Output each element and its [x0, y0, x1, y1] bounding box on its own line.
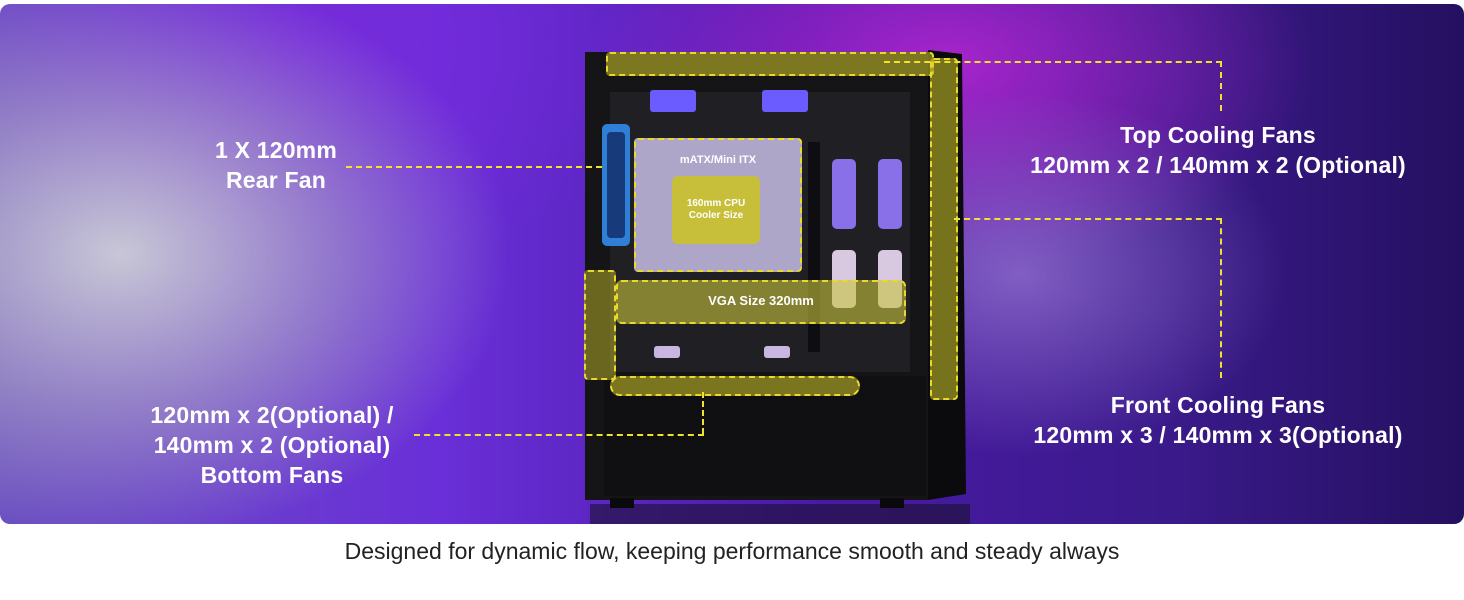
caption-text: Designed for dynamic flow, keeping perfo… — [344, 538, 1120, 564]
rear-fan-leader — [346, 166, 602, 168]
cpu-cooler-label: 160mm CPU Cooler Size — [686, 198, 746, 221]
bottom-fan-zone — [610, 376, 860, 396]
rear-fan-zone — [584, 270, 616, 380]
bottom-fan-leader-v — [702, 392, 704, 434]
bottom-fans-label: 120mm x 2(Optional) / 140mm x 2 (Optiona… — [150, 402, 394, 488]
front-fan-leader-h — [954, 218, 1222, 220]
bottom-fan-leader-h — [414, 434, 704, 436]
front-fan-zone — [930, 58, 958, 400]
top-fan-leader-h — [884, 61, 1222, 63]
top-fan-zone — [606, 52, 934, 76]
front-fans-label: Front Cooling Fans 120mm x 3 / 140mm x 3… — [1033, 392, 1403, 448]
vga-zone — [616, 280, 906, 324]
top-fan-leader-v — [1220, 61, 1222, 111]
front-fan-leader-v — [1220, 218, 1222, 378]
motherboard-label: mATX/Mini ITX — [679, 154, 757, 166]
rear-fan-label: 1 X 120mm Rear Fan — [215, 137, 337, 193]
product-banner: mATX/Mini ITX 160mm CPU Cooler Size VGA … — [0, 4, 1464, 524]
vga-label: VGA Size 320mm — [708, 293, 814, 308]
top-fans-label: Top Cooling Fans 120mm x 2 / 140mm x 2 (… — [1030, 122, 1406, 178]
cpu-cooler-zone — [672, 176, 760, 244]
